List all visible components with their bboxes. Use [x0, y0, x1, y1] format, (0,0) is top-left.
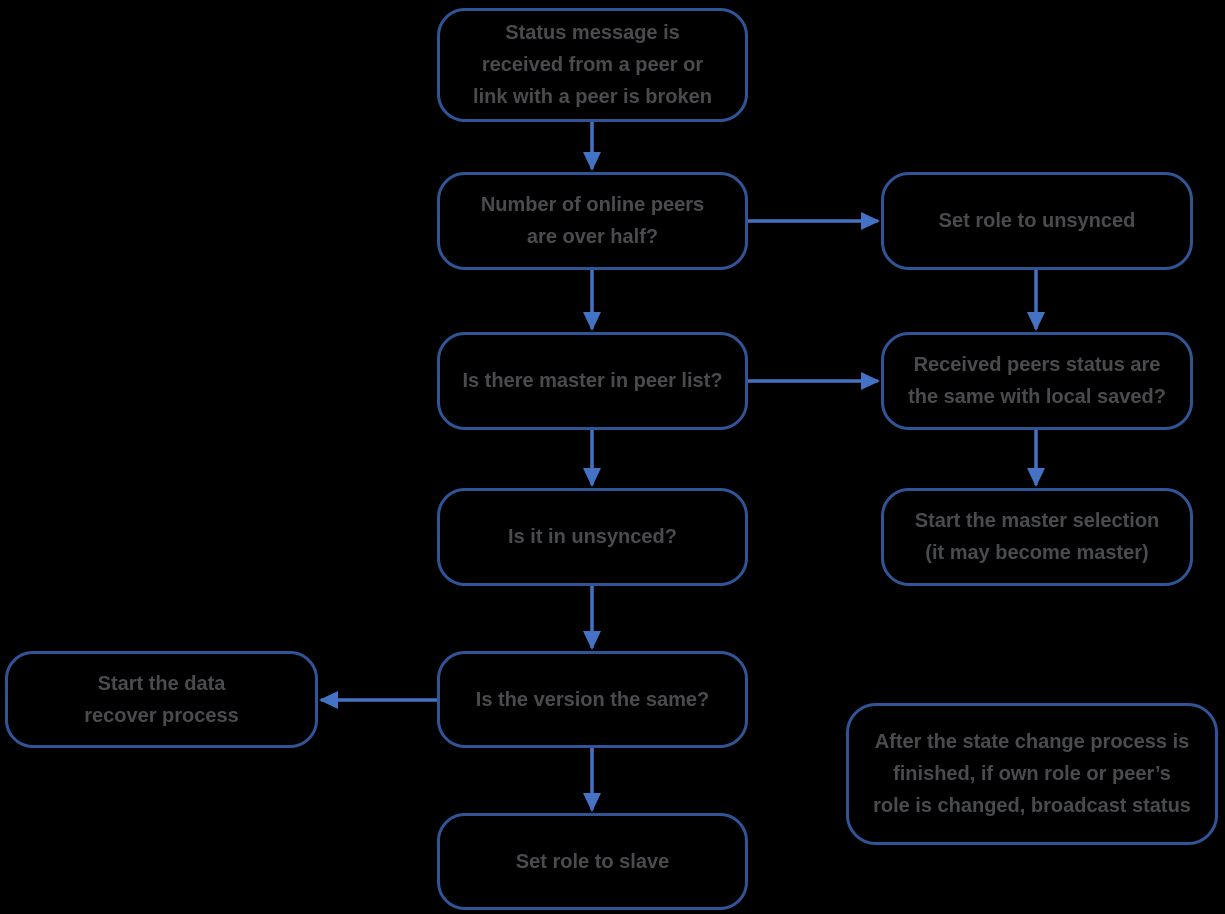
node-status-received: Status message is received from a peer o…	[437, 8, 748, 122]
node-is-in-unsynced: Is it in unsynced?	[437, 488, 748, 586]
node-master-in-peer-list: Is there master in peer list?	[437, 332, 748, 430]
node-set-role-unsynced: Set role to unsynced	[881, 172, 1193, 270]
node-start-data-recover: Start the data recover process	[5, 651, 318, 748]
node-start-master-selection: Start the master selection (it may becom…	[881, 488, 1193, 586]
node-broadcast-status-note: After the state change process is finish…	[846, 703, 1218, 845]
node-peers-over-half: Number of online peers are over half?	[437, 172, 748, 270]
node-is-version-same: Is the version the same?	[437, 651, 748, 748]
node-peers-status-same: Received peers status are the same with …	[881, 332, 1193, 430]
node-set-role-slave: Set role to slave	[437, 813, 748, 910]
